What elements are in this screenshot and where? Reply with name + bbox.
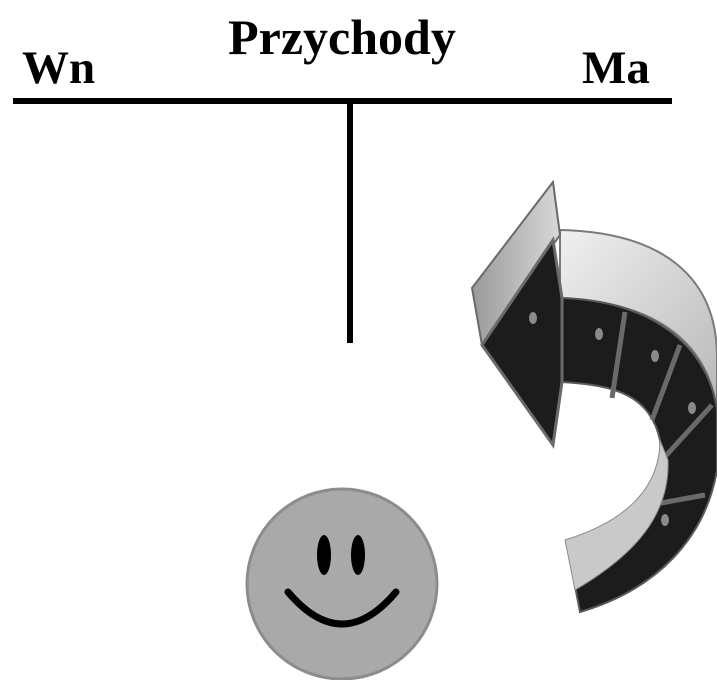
debit-side-label: Wn (22, 42, 96, 94)
credit-side-label: Ma (582, 42, 650, 94)
t-account-vertical-line (347, 103, 353, 343)
smiley-icon (245, 487, 439, 680)
t-account-horizontal-line (13, 98, 672, 104)
curved-arrow-icon (470, 180, 717, 614)
account-title: Przychody (228, 9, 456, 65)
